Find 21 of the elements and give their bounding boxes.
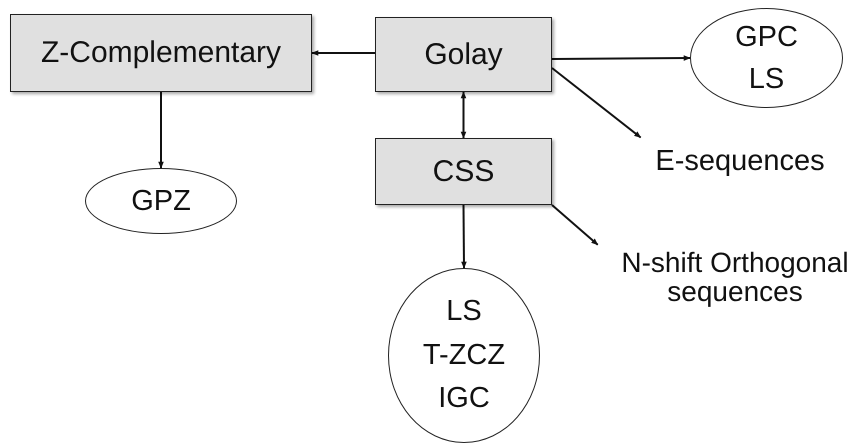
arrow (551, 67, 642, 138)
process-box (375, 17, 552, 92)
process-box (375, 138, 552, 205)
arrow (311, 50, 375, 56)
node-label: LS (446, 294, 482, 330)
node-label: T-ZCZ (422, 338, 506, 373)
node-text: N-shift Orthogonal sequences (603, 248, 867, 312)
node-label: CSS (432, 154, 494, 190)
arrow (158, 92, 164, 169)
node-label: LS (748, 62, 784, 97)
process-box (10, 14, 312, 92)
arrow (552, 55, 691, 61)
arrow (460, 91, 466, 139)
arrow (461, 205, 467, 269)
node-label: Z-Complementary (40, 35, 282, 71)
node-label: IGC (438, 381, 490, 416)
arrow (551, 204, 598, 246)
node-label: Golay (424, 36, 503, 72)
node-label: GPC (735, 20, 798, 55)
node-label: GPZ (131, 184, 191, 218)
node-text: E-sequences (648, 146, 832, 180)
